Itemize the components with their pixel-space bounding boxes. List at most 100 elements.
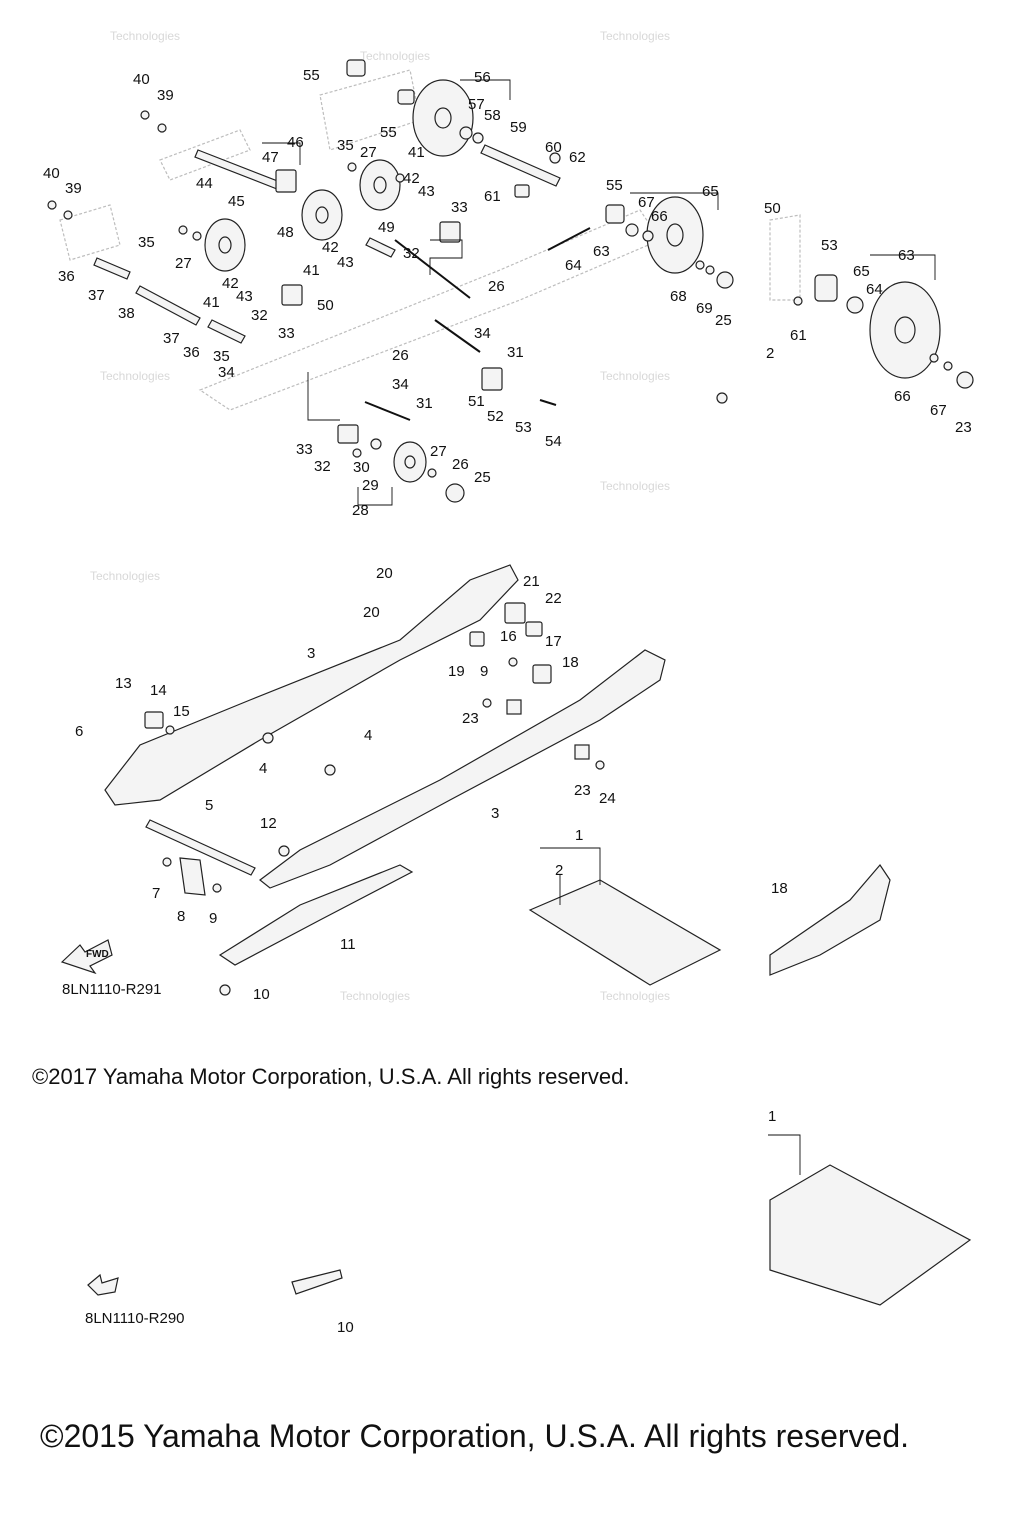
callout-51: 51 bbox=[468, 393, 485, 410]
idler-wheel-41b bbox=[301, 189, 343, 241]
callout-20: 20 bbox=[363, 604, 380, 621]
callout-14: 14 bbox=[150, 682, 167, 699]
svg-text:Technologies: Technologies bbox=[100, 369, 170, 383]
washers-nuts bbox=[47, 110, 974, 503]
callout-35: 35 bbox=[337, 137, 354, 154]
idler-wheel-41c bbox=[204, 218, 246, 272]
callout-69: 69 bbox=[696, 300, 713, 317]
callout-35: 35 bbox=[213, 348, 230, 365]
callout-35: 35 bbox=[138, 234, 155, 251]
callout-43: 43 bbox=[418, 183, 435, 200]
callout-59: 59 bbox=[510, 119, 527, 136]
callout-52: 52 bbox=[487, 408, 504, 425]
callout-55: 55 bbox=[606, 177, 623, 194]
callout-31: 31 bbox=[416, 395, 433, 412]
callout-33: 33 bbox=[451, 199, 468, 216]
callout-68: 68 bbox=[670, 288, 687, 305]
callout-26: 26 bbox=[452, 456, 469, 473]
callout-62: 62 bbox=[569, 149, 586, 166]
sprocket-hubs bbox=[346, 59, 838, 302]
callout-20: 20 bbox=[376, 565, 393, 582]
callout-56: 56 bbox=[474, 69, 491, 86]
callout-33: 33 bbox=[296, 441, 313, 458]
callout-42: 42 bbox=[222, 275, 239, 292]
idler-wheel-large-56 bbox=[412, 79, 474, 157]
callout-33: 33 bbox=[278, 325, 295, 342]
callout-25: 25 bbox=[715, 312, 732, 329]
callout-42: 42 bbox=[403, 170, 420, 187]
svg-text:Technologies: Technologies bbox=[90, 569, 160, 583]
svg-text:Technologies: Technologies bbox=[600, 29, 670, 43]
callout-21: 21 bbox=[523, 573, 540, 590]
callout-27: 27 bbox=[360, 144, 377, 161]
callout-7: 7 bbox=[152, 885, 160, 902]
callout-23: 23 bbox=[574, 782, 591, 799]
svg-text:Technologies: Technologies bbox=[600, 479, 670, 493]
callout-45: 45 bbox=[228, 193, 245, 210]
callout-26: 26 bbox=[392, 347, 409, 364]
callout-3: 3 bbox=[307, 645, 315, 662]
callout-37: 37 bbox=[88, 287, 105, 304]
callout-11: 11 bbox=[340, 936, 356, 953]
wear-strip-11 bbox=[218, 864, 414, 966]
bolts bbox=[364, 227, 591, 421]
callout-36: 36 bbox=[183, 344, 200, 361]
callout-10: 10 bbox=[253, 986, 270, 1003]
callout-42: 42 bbox=[322, 239, 339, 256]
callout-30: 30 bbox=[353, 459, 370, 476]
leader-lines bbox=[262, 79, 936, 1175]
callout-34: 34 bbox=[474, 325, 491, 342]
callout-40: 40 bbox=[133, 71, 150, 88]
callout-48: 48 bbox=[277, 224, 294, 241]
callout-2: 2 bbox=[555, 862, 563, 879]
slide-rail-partial-right bbox=[769, 864, 891, 976]
callout-15: 15 bbox=[173, 703, 190, 720]
slide-rail-right-3 bbox=[259, 649, 666, 889]
rail-hardware-lower bbox=[144, 602, 605, 996]
callout-64: 64 bbox=[866, 281, 883, 298]
callout-19: 19 bbox=[448, 663, 465, 680]
callout-58: 58 bbox=[484, 107, 501, 124]
svg-text:Technologies: Technologies bbox=[340, 989, 410, 1003]
callout-64: 64 bbox=[565, 257, 582, 274]
callout-44: 44 bbox=[196, 175, 213, 192]
shafts bbox=[93, 144, 561, 344]
callout-10: 10 bbox=[337, 1319, 354, 1336]
callout-67: 67 bbox=[638, 194, 655, 211]
callout-63: 63 bbox=[593, 243, 610, 260]
callout-63: 63 bbox=[898, 247, 915, 264]
partial-arrow-icon bbox=[87, 1273, 119, 1296]
callout-55: 55 bbox=[380, 124, 397, 141]
callout-24: 24 bbox=[599, 790, 616, 807]
callout-5: 5 bbox=[205, 797, 213, 814]
callout-1: 1 bbox=[575, 827, 583, 844]
track-1 bbox=[528, 879, 972, 1306]
callout-16: 16 bbox=[500, 628, 517, 645]
callout-6: 6 bbox=[75, 723, 83, 740]
edge-fragment-50: 50 bbox=[764, 200, 781, 217]
callout-23: 23 bbox=[955, 419, 972, 436]
watermarks: Technologies Technologies Technologies T… bbox=[90, 29, 670, 1003]
callout-25: 25 bbox=[474, 469, 491, 486]
callout-1: 1 bbox=[768, 1108, 776, 1125]
callout-57: 57 bbox=[468, 96, 485, 113]
cross-shaft-5 bbox=[145, 819, 256, 876]
callout-55: 55 bbox=[303, 67, 320, 84]
svg-text:Technologies: Technologies bbox=[110, 29, 180, 43]
callout-18: 18 bbox=[771, 880, 788, 897]
callout-61: 61 bbox=[790, 327, 807, 344]
callout-65: 65 bbox=[853, 263, 870, 280]
brackets bbox=[275, 169, 530, 444]
callout-18: 18 bbox=[562, 654, 579, 671]
callout-34: 34 bbox=[392, 376, 409, 393]
callout-32: 32 bbox=[251, 307, 268, 324]
callout-4: 4 bbox=[259, 760, 267, 777]
callout-39: 39 bbox=[157, 87, 174, 104]
fwd-arrow-icon: FWD bbox=[60, 939, 113, 975]
callout-23: 23 bbox=[462, 710, 479, 727]
callout-32: 32 bbox=[314, 458, 331, 475]
callout-40: 40 bbox=[43, 165, 60, 182]
callout-38: 38 bbox=[118, 305, 135, 322]
svg-text:Technologies: Technologies bbox=[600, 989, 670, 1003]
